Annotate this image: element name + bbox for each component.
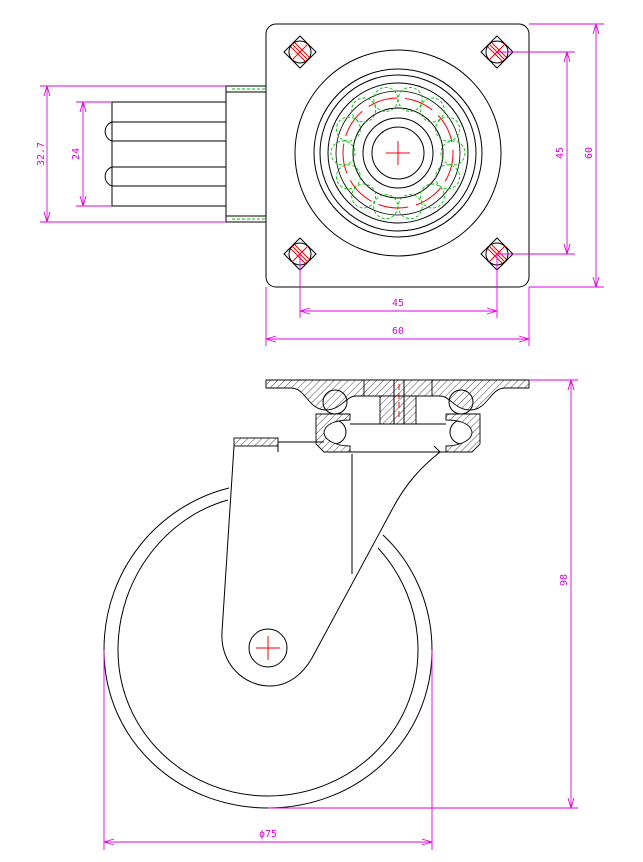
dim-inner-height: 24: [71, 148, 82, 160]
ball-bearing: [330, 140, 356, 166]
ball-bearing: [419, 97, 445, 123]
ball-bearings: [330, 86, 466, 220]
ball-bearing: [397, 86, 423, 112]
side-view: [103, 379, 530, 809]
dim-hole-spacing-horizontal: 45: [392, 298, 404, 309]
kingpin-body: [379, 395, 417, 425]
side-profile: [104, 85, 267, 223]
ball-bearing: [351, 97, 377, 123]
dim-wheel-diameter: ϕ75: [259, 829, 277, 840]
wheel-inner: [117, 499, 419, 797]
dim-hole-spacing-vertical: 45: [555, 147, 566, 159]
mounting-hole-top-left: [283, 35, 317, 69]
bearing-rings: [294, 49, 502, 257]
ball-bearing: [419, 183, 445, 209]
wheel-outer: [103, 487, 433, 809]
side-view-dimensions: 98 ϕ75: [103, 379, 578, 850]
ball-bearing: [335, 116, 361, 142]
fork: [221, 445, 441, 687]
dim-caster-height: 98: [559, 574, 570, 586]
axle-hole: [248, 628, 288, 668]
top-view-dimensions: 32.7 24 45 60 45 60: [36, 23, 604, 346]
ball-bearing: [435, 164, 461, 190]
ball-bearing: [397, 194, 423, 220]
ball-bearing: [435, 116, 461, 142]
ball-bearing: [335, 164, 361, 190]
top-view: [104, 23, 530, 288]
dim-plate-size-vertical: 60: [584, 147, 595, 159]
dim-plate-size-horizontal: 60: [392, 326, 404, 337]
dim-overall-height: 32.7: [36, 142, 47, 166]
kingpin-head: [363, 379, 433, 397]
ball-bearing: [351, 183, 377, 209]
ball-bearing: [373, 194, 399, 220]
ball-bearing: [440, 140, 466, 166]
top-plate-outline: [265, 23, 530, 288]
